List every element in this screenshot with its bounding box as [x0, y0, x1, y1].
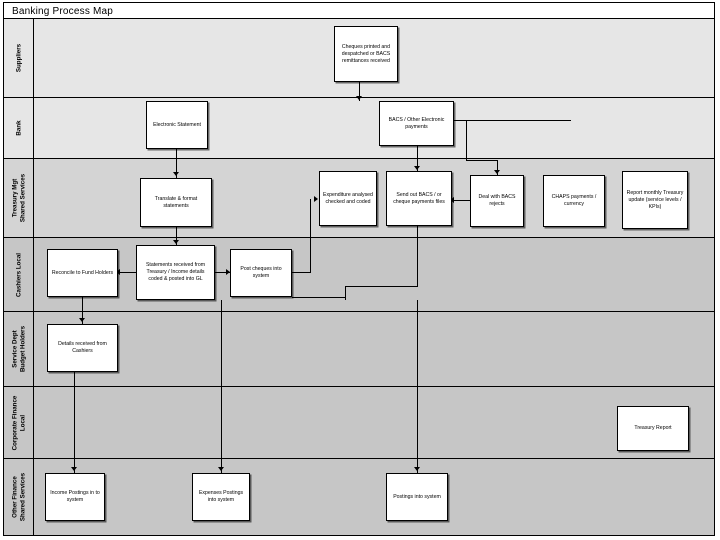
connector-bacselec-to-send — [417, 146, 418, 171]
connector-rejects-loop-v2 — [497, 160, 498, 175]
connector-rejects-loop-h — [466, 160, 497, 161]
arrow-translate-to-statements — [173, 240, 179, 244]
connector-post-to-expenditure-v — [310, 199, 311, 273]
swimlane-label-column-cashiers: Cashiers Local — [4, 238, 34, 311]
process-box-label-send-bacs: Send out BACS / or cheque payments files — [393, 191, 445, 205]
process-box-label-details-cashiers: Details received from Cashiers — [58, 341, 107, 354]
process-box-label-expenditure: Expenditure analysed checked and coded — [323, 191, 373, 205]
process-box-chaps-payments[interactable]: CHAPS payments / currency — [543, 175, 605, 227]
swimlane-label-column-suppliers: Suppliers — [4, 19, 34, 97]
arrow-rejects-loop — [494, 170, 500, 174]
process-box-postings-system[interactable]: Postings into system — [386, 473, 448, 521]
connector-reconcile-to-income — [74, 372, 75, 473]
swimlane-label-cashiers: Cashiers Local — [14, 252, 22, 297]
connector-post-to-postings-h1 — [292, 297, 346, 298]
process-box-translate-format[interactable]: Translate & format statements — [140, 178, 212, 227]
process-box-income-postings[interactable]: Income Postings in to system — [45, 473, 105, 521]
process-box-label-electronic-stmt: Electronic Statement — [153, 121, 201, 128]
connector-reconcile-to-details — [82, 297, 83, 324]
arrow-cheques-to-bacs — [356, 96, 362, 100]
process-box-label-cheques-printed: Cheques printed and despatched or BACS r… — [341, 43, 391, 64]
process-box-send-bacs[interactable]: Send out BACS / or cheque payments files — [386, 171, 452, 226]
process-box-expenditure[interactable]: Expenditure analysed checked and coded — [319, 171, 377, 226]
process-box-label-bacs-rejects: Deal with BACS rejects — [478, 194, 516, 207]
arrow-statements-to-reconcile — [116, 269, 120, 275]
process-box-label-postings-system: Postings into system — [393, 493, 441, 500]
process-box-label-expenses-postings: Expenses Postings into system — [198, 490, 244, 503]
process-box-label-report-monthly: Report monthly Treasury update (service … — [626, 189, 684, 210]
arrow-rejects-to-send — [450, 197, 454, 203]
arrow-post-to-expenditure — [314, 196, 318, 202]
arrow-statements-to-post — [226, 269, 230, 275]
arrow-electronic-to-translate — [173, 172, 179, 176]
arrow-reconcile-to-income — [71, 467, 77, 471]
process-box-label-reconcile-fund: Reconcile to Fund Holders — [51, 269, 114, 276]
connector-send-to-postings-v1 — [417, 226, 418, 286]
connector-translate-to-statements — [176, 227, 177, 245]
connector-send-to-postings-h — [345, 286, 418, 287]
swimlane-label-suppliers: Suppliers — [14, 43, 22, 73]
process-box-cheques-printed[interactable]: Cheques printed and despatched or BACS r… — [334, 26, 398, 82]
swimlane-label-bank: Bank — [14, 120, 22, 136]
connector-cheques-to-bacs — [359, 82, 360, 101]
process-box-stmts-received[interactable]: Statements received from Treasury / Inco… — [136, 245, 215, 300]
process-box-reconcile-fund[interactable]: Reconcile to Fund Holders — [47, 249, 118, 297]
arrow-post-to-postings — [414, 467, 420, 471]
process-box-label-treasury-report: Treasury Report — [634, 425, 672, 431]
process-box-label-translate-format: Translate & format statements — [154, 195, 198, 209]
connector-electronic-to-translate — [176, 149, 177, 178]
connector-post-to-postings-v — [417, 300, 418, 473]
process-box-label-bacs-other-elec: BACS / Other Electronic payments — [388, 116, 445, 130]
process-box-electronic-stmt[interactable]: Electronic Statement — [146, 101, 208, 149]
process-box-label-stmts-received: Statements received from Treasury / Inco… — [145, 262, 206, 282]
swimlane-bank: Bank — [4, 98, 714, 159]
process-box-report-monthly[interactable]: Report monthly Treasury update (service … — [622, 171, 688, 229]
arrow-bacselec-to-send — [414, 166, 420, 170]
page-title: Banking Process Map — [12, 6, 114, 17]
connector-statements-to-reconcile — [118, 272, 136, 273]
process-box-post-cheques[interactable]: Post cheques into system — [230, 249, 292, 297]
connector-rejects-to-send — [452, 200, 470, 201]
swimlane-cashiers: Cashiers Local — [4, 238, 714, 312]
process-box-treasury-report[interactable]: Treasury Report — [617, 406, 689, 451]
connector-statements-to-post — [215, 272, 230, 273]
connector-post-to-expenditure-h — [292, 272, 310, 273]
process-box-bacs-other-elec[interactable]: BACS / Other Electronic payments — [379, 101, 454, 146]
arrow-reconcile-to-details — [79, 318, 85, 322]
title-bar: Banking Process Map — [4, 3, 714, 19]
process-box-label-post-cheques: Post cheques into system — [240, 266, 282, 279]
process-box-expenses-postings[interactable]: Expenses Postings into system — [192, 473, 250, 521]
connector-rejects-loop-v1 — [466, 120, 467, 161]
process-box-label-income-postings: Income Postings in to system — [50, 490, 100, 503]
connector-bacselec-right-stub — [454, 120, 571, 121]
connector-send-to-postings-stub — [345, 286, 346, 300]
process-box-label-chaps-payments: CHAPS payments / currency — [551, 194, 597, 207]
process-box-bacs-rejects[interactable]: Deal with BACS rejects — [470, 175, 524, 227]
swimlane-label-column-bank: Bank — [4, 98, 34, 158]
process-box-details-cashiers[interactable]: Details received from Cashiers — [47, 324, 118, 372]
connector-statements-to-expenses — [221, 300, 222, 473]
arrow-statements-to-expenses — [218, 467, 224, 471]
